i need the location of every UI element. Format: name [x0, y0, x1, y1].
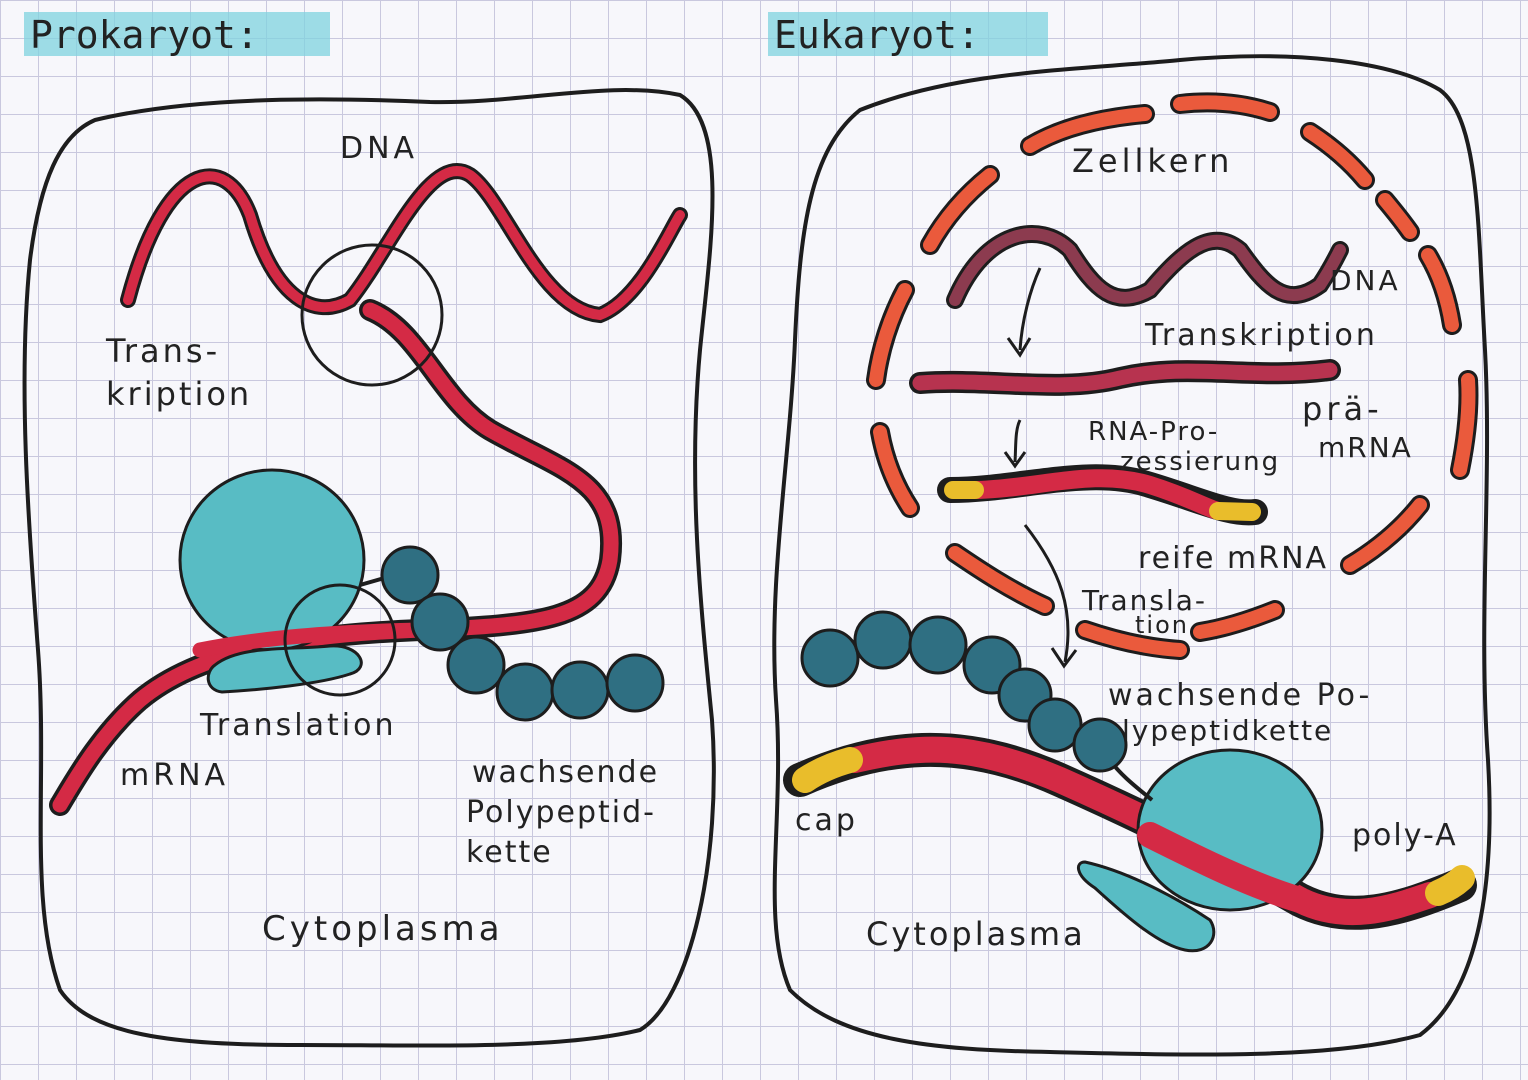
eukaryote-mrna-poly-a-region	[1425, 865, 1475, 906]
eukaryote-label-poly-a: poly-A	[1352, 818, 1458, 853]
prokaryote-membrane	[22, 88, 716, 1048]
prokaryote-label-transcription-1: Trans-	[105, 332, 220, 370]
eukaryote-mrna-cap-region	[792, 747, 863, 793]
eukaryote-label-translation-2: tion	[1135, 611, 1189, 639]
eukaryote-ribosome-small-subunit	[1077, 860, 1216, 953]
nuclear-envelope-segment	[1303, 125, 1372, 187]
prokaryote-cell: DNA Trans- kription Translation mRNA wac…	[22, 88, 716, 1048]
prokaryote-amino-acid	[495, 662, 555, 722]
eukaryote-heading: Eukaryot:	[768, 12, 1048, 57]
eukaryote-arrows	[1003, 267, 1078, 669]
nuclear-envelope-segment	[869, 283, 912, 387]
nuclear-envelope-segment	[1343, 498, 1427, 572]
eukaryote-label-polypeptide-2: lypeptidkette	[1122, 714, 1333, 747]
eukaryote-dna	[949, 228, 1346, 306]
eukaryote-cell: Zellkern DNA Transkription prä- mRNA RNA…	[772, 54, 1492, 1057]
eukaryote-label-rna-processing-1: RNA-Pro-	[1088, 417, 1219, 447]
eukaryote-heading-text: Eukaryot:	[774, 13, 980, 57]
eukaryote-amino-acid	[800, 628, 860, 688]
prokaryote-ribosome-small-subunit	[206, 644, 363, 694]
eukaryote-amino-acid	[1072, 717, 1128, 773]
prokaryote-heading-highlight	[24, 12, 330, 56]
eukaryote-pre-mrna	[912, 362, 1338, 393]
prokaryote-amino-acid	[380, 545, 440, 605]
nuclear-envelope-segment	[923, 168, 997, 252]
nuclear-envelope-segment	[873, 425, 917, 515]
prokaryote-amino-acid	[410, 592, 470, 652]
prokaryote-heading: Prokaryot:	[24, 12, 330, 57]
eukaryote-mature-mrna-poly-a	[1209, 502, 1261, 521]
eukaryote-mature-mrna	[969, 469, 1224, 519]
prokaryote-heading-text: Prokaryot:	[30, 13, 259, 57]
prokaryote-translation-circle	[283, 583, 397, 697]
prokaryote-dna-strand-back	[120, 163, 688, 324]
eukaryote-label-rna-processing-2: zessierung	[1120, 447, 1280, 477]
prokaryote-transcription-circle	[300, 243, 444, 387]
nuclear-envelope-segment	[948, 546, 1052, 613]
eukaryote-label-mature-mrna: reife mRNA	[1138, 541, 1328, 576]
eukaryote-mrna-over-ribosome	[1137, 822, 1313, 913]
eukaryote-label-cap: cap	[795, 803, 858, 838]
arrow-processing	[1003, 419, 1027, 469]
eukaryote-membrane	[772, 54, 1492, 1057]
prokaryote-label-polypeptide-2: Polypeptid-	[466, 795, 656, 830]
prokaryote-mrna-strand	[52, 302, 619, 813]
prokaryote-label-mrna: mRNA	[120, 758, 229, 793]
prokaryote-label-cytoplasm: Cytoplasma	[262, 909, 504, 949]
eukaryote-amino-acid	[1027, 697, 1083, 753]
eukaryote-label-nucleus: Zellkern	[1072, 142, 1233, 180]
prokaryote-label-polypeptide-1: wachsende	[472, 755, 659, 790]
prokaryote-label-polypeptide-3: kette	[466, 835, 553, 870]
eukaryote-label-cytoplasm: Cytoplasma	[866, 915, 1086, 953]
prokaryote-amino-acid	[605, 653, 665, 713]
eukaryote-label-translation-1: Transla-	[1081, 584, 1207, 617]
eukaryote-amino-acid	[908, 615, 968, 675]
eukaryote-nuclear-envelope	[866, 92, 1479, 660]
nuclear-envelope-segment	[1378, 193, 1417, 239]
prokaryote-label-translation: Translation	[199, 708, 396, 743]
prokaryote-dna-strand-back-fill	[123, 166, 685, 321]
nuclear-envelope-segment	[1078, 623, 1187, 657]
eukaryote-heading-highlight	[768, 12, 1048, 56]
eukaryote-label-pre-mrna-1: prä-	[1302, 390, 1383, 428]
prokaryote-label-transcription-2: kription	[106, 375, 252, 413]
eukaryote-amino-acid	[853, 610, 913, 670]
nuclear-envelope-segment	[1193, 603, 1282, 639]
eukaryote-label-polypeptide-1: wachsende Po-	[1108, 678, 1372, 713]
nuclear-envelope-segment	[1421, 248, 1459, 332]
prokaryote-label-dna: DNA	[340, 131, 418, 166]
prokaryote-ribosome-large-subunit	[178, 468, 366, 652]
nuclear-envelope-segment	[1453, 373, 1476, 477]
nuclear-envelope-segment	[1023, 107, 1152, 153]
nuclear-envelope-segment	[1173, 95, 1277, 119]
eukaryote-label-transcription: Transkription	[1144, 318, 1378, 353]
eukaryote-label-pre-mrna-2: mRNA	[1318, 431, 1413, 464]
arrow-transcription	[1006, 267, 1042, 358]
arrow-export	[1023, 524, 1078, 669]
prokaryote-mrna-over-ribosome	[192, 622, 428, 658]
eukaryote-label-dna: DNA	[1330, 264, 1401, 297]
prokaryote-amino-acid	[446, 635, 506, 695]
prokaryote-amino-acid	[550, 660, 610, 720]
